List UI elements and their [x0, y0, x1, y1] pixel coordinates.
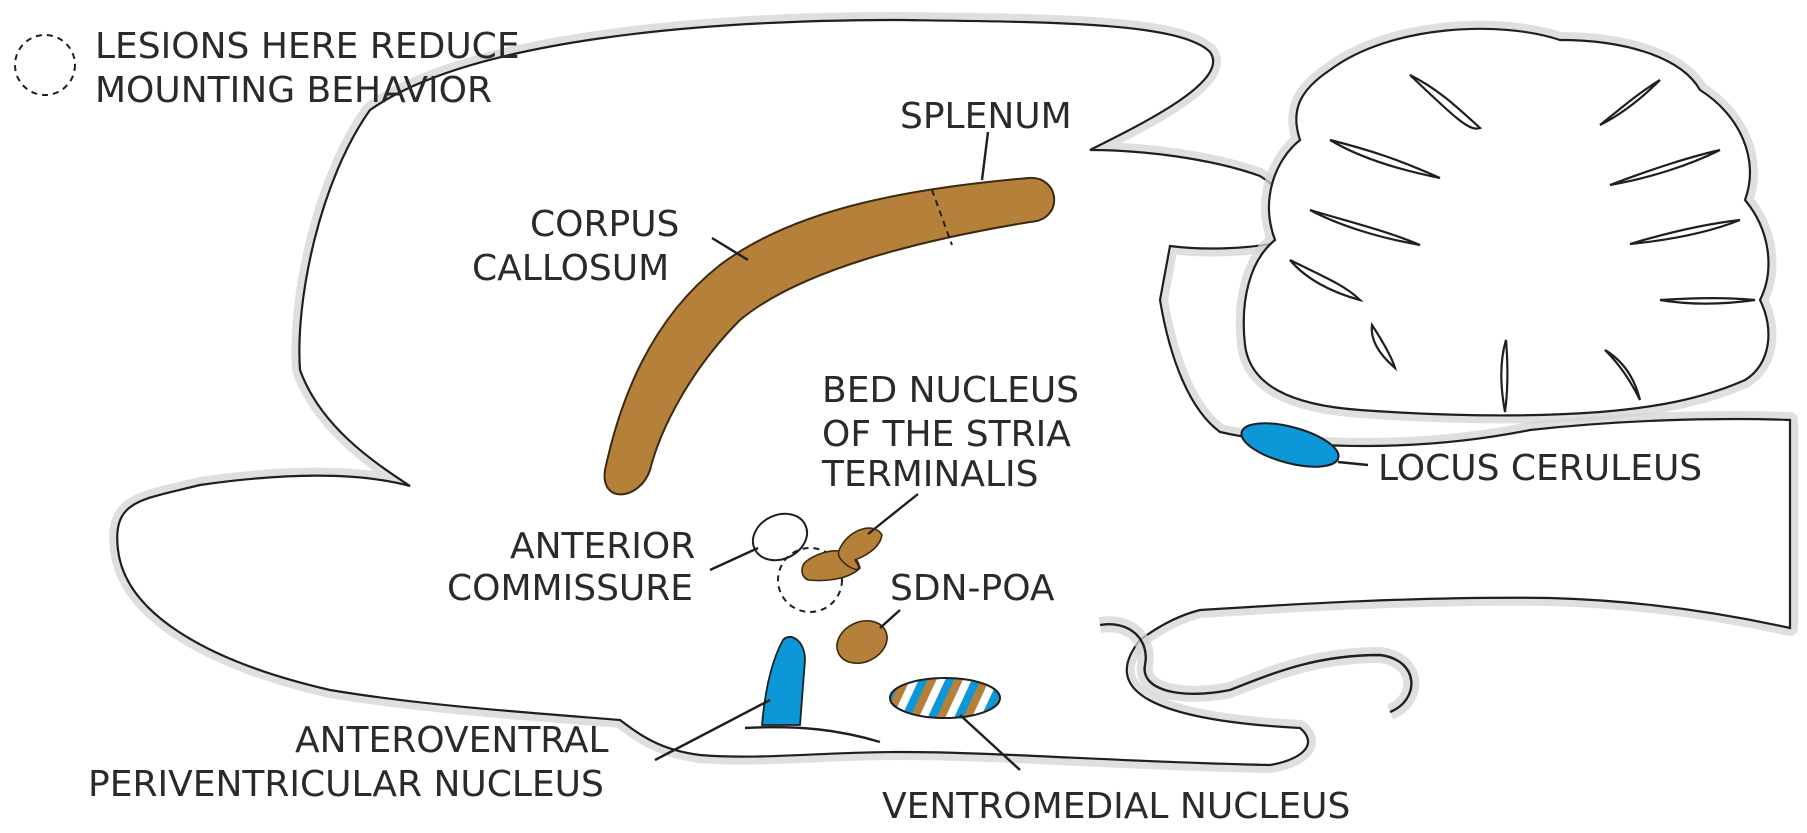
label-anterior-commissure-line1: ANTERIOR [510, 526, 695, 567]
label-anteroventral-line2: PERIVENTRICULAR NUCLEUS [88, 764, 604, 805]
label-bed-nucleus-line2: OF THE STRIA [822, 414, 1071, 455]
label-corpus-callosum-line2: CALLOSUM [472, 248, 669, 289]
cerebellum [1244, 29, 1769, 416]
label-corpus-callosum-line1: CORPUS [530, 204, 679, 245]
label-locus-ceruleus: LOCUS CERULEUS [1378, 448, 1702, 489]
legend-dashed-circle-icon [15, 35, 75, 95]
label-bed-nucleus-line1: BED NUCLEUS [822, 370, 1079, 411]
label-bed-nucleus-line3: TERMINALIS [821, 454, 1039, 495]
label-ventromedial-nucleus: VENTROMEDIAL NUCLEUS [882, 786, 1350, 827]
label-anteroventral-line1: ANTEROVENTRAL [295, 720, 609, 761]
ventromedial-nucleus-shape [890, 678, 1000, 718]
label-anterior-commissure-line2: COMMISSURE [447, 568, 693, 609]
label-sdn-poa: SDN-POA [890, 568, 1055, 609]
label-splenum: SPLENUM [900, 96, 1072, 137]
legend-text-line1: LESIONS HERE REDUCE [95, 26, 520, 67]
legend-text-line2: MOUNTING BEHAVIOR [95, 70, 492, 111]
